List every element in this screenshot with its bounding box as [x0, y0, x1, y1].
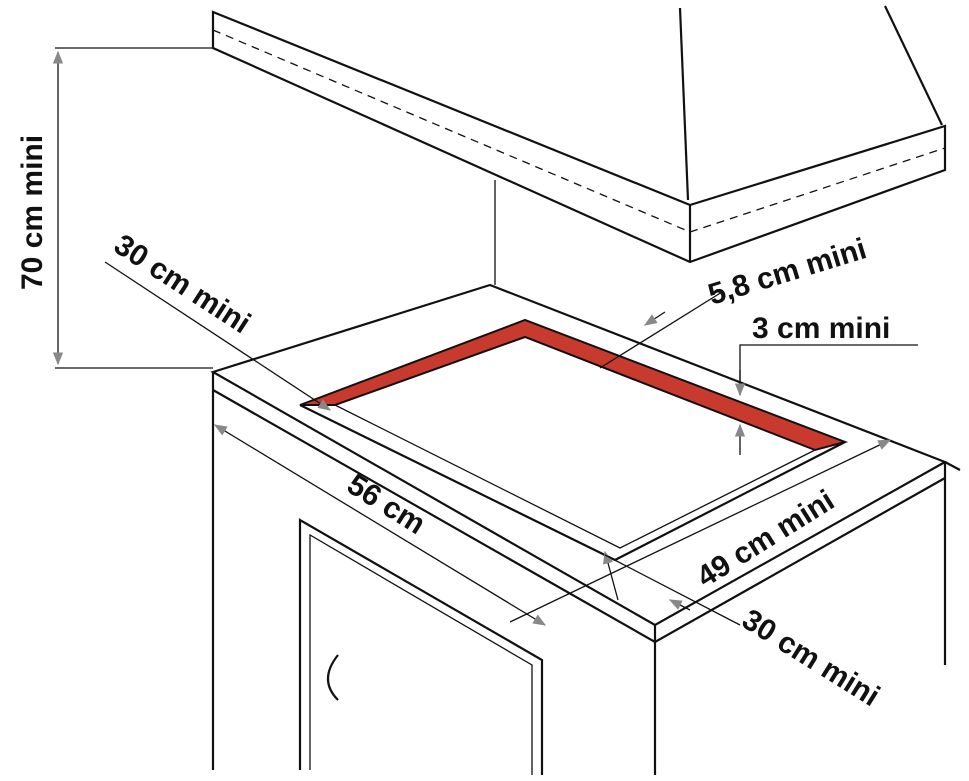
label-left-clearance: 30 cm mini	[108, 228, 256, 340]
dimension-left-clearance: 30 cm mini	[104, 228, 332, 411]
label-back-clearance: 5,8 cm mini	[704, 232, 870, 311]
dimension-back-clearance: 5,8 cm mini	[599, 232, 870, 369]
label-side-clearance: 3 cm mini	[752, 312, 890, 345]
dimension-side-clearance: 3 cm mini	[734, 312, 918, 455]
dimension-cutout-width: 56 cm	[213, 424, 547, 626]
dimension-hood-height: 70 cm mini	[16, 47, 213, 369]
label-hood-height: 70 cm mini	[16, 135, 49, 290]
dimension-front-clearance: 30 cm mini	[604, 554, 885, 713]
cabinet-door	[298, 518, 544, 775]
extractor-hood	[678, 5, 943, 201]
dimension-cutout-depth: 49 cm mini	[509, 439, 892, 623]
wall-shelf	[211, 10, 947, 264]
label-front-clearance: 30 cm mini	[736, 603, 885, 713]
door-handle	[326, 654, 339, 701]
label-cutout-width: 56 cm	[341, 468, 431, 541]
